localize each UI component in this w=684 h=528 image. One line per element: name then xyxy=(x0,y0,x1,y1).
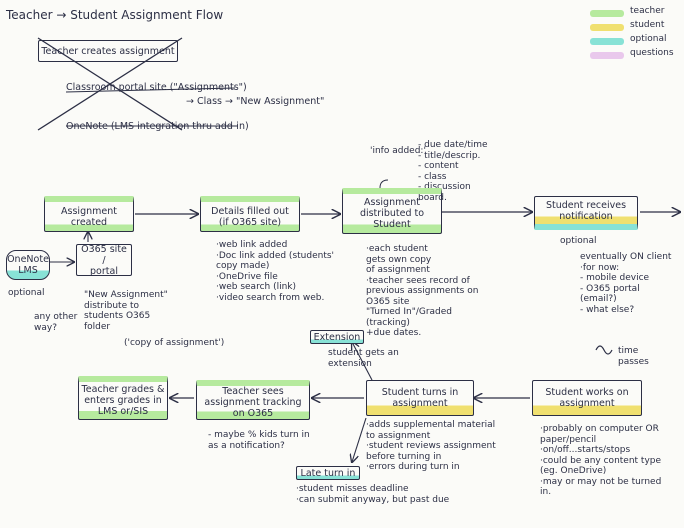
details-box: Details filled out (if O365 site) xyxy=(200,196,300,232)
time-passes: time passes xyxy=(618,346,649,367)
copy-note: ('copy of assignment') xyxy=(124,338,225,348)
extension-note: student gets an extension xyxy=(328,348,399,369)
portal-line: Classroom portal site ("Assignments") xyxy=(66,82,247,93)
student-works-notes: ·probably on computer OR paper/pencil ·o… xyxy=(540,424,662,497)
late-turn-in-box: Late turn in xyxy=(296,466,360,480)
assignment-created-label: Assignment created xyxy=(61,205,117,228)
assignment-created-box: Assignment created xyxy=(44,196,134,232)
teacher-grades-box: Teacher grades & enters grades in LMS or… xyxy=(78,376,168,420)
notification-label: Student receives notification xyxy=(545,199,627,222)
notification-notes: eventually ON client ·for now: - mobile … xyxy=(580,252,672,315)
student-works-label: Student works on assignment xyxy=(545,387,629,409)
legend-label-optional: optional xyxy=(630,34,667,44)
notification-sublabel: optional xyxy=(560,236,597,246)
info-added-header: 'info added:' xyxy=(370,146,426,156)
optional-label-left: optional xyxy=(8,288,45,298)
details-notes: ·web link added ·Doc link added (student… xyxy=(216,240,335,303)
distributed-label: Assignment distributed to Student xyxy=(359,197,425,230)
details-label: Details filled out (if O365 site) xyxy=(211,205,289,228)
turns-in-notes: ·adds supplemental material to assignmen… xyxy=(366,420,496,472)
time-passes-squiggle xyxy=(595,345,613,355)
legend-swatch-questions xyxy=(590,52,624,59)
teacher-sees-note: - maybe % kids turn in as a notification… xyxy=(208,430,310,451)
arrow-turnsin-to-late xyxy=(352,417,367,462)
strike-line-1 xyxy=(65,87,236,93)
class-line: → Class → "New Assignment" xyxy=(186,96,325,107)
onenote-lms-box: OneNote LMS xyxy=(6,250,50,280)
new-assignment-note: "New Assignment" distribute to students … xyxy=(84,290,168,332)
any-other-way: any other way? xyxy=(34,312,78,333)
cross-line-b xyxy=(37,37,183,131)
extension-label: Extension xyxy=(313,331,361,343)
late-turn-in-label: Late turn in xyxy=(300,467,356,479)
legend-label-student: student xyxy=(630,20,665,30)
student-works-box: Student works on assignment xyxy=(532,380,642,416)
teacher-sees-box: Teacher sees assignment tracking on O365 xyxy=(196,380,310,420)
teacher-creates-label: Teacher creates assignment xyxy=(41,45,175,57)
legend-swatch-optional xyxy=(590,38,624,45)
legend-label-questions: questions xyxy=(630,48,674,58)
info-bracket xyxy=(379,179,389,192)
legend-label-teacher: teacher xyxy=(630,6,665,16)
o365-portal-box: O365 site / portal xyxy=(76,243,132,277)
teacher-creates-box: Teacher creates assignment xyxy=(38,40,178,62)
late-turn-in-notes: ·student misses deadline ·can submit any… xyxy=(296,484,450,505)
onenote-lms-label: OneNote LMS xyxy=(7,254,49,276)
legend: teacher student optional questions xyxy=(590,6,682,66)
teacher-sees-label: Teacher sees assignment tracking on O365 xyxy=(204,386,302,419)
distributed-box: Assignment distributed to Student xyxy=(342,188,442,234)
onenote-line: OneNote (LMS integration thru add-in) xyxy=(66,121,249,132)
turns-in-label: Student turns in assignment xyxy=(381,387,459,409)
o365-portal-label: O365 site / portal xyxy=(81,243,127,277)
legend-swatch-teacher xyxy=(590,10,624,17)
turns-in-box: Student turns in assignment xyxy=(366,380,474,416)
notification-box: Student receives notification xyxy=(534,196,638,230)
teacher-grades-label: Teacher grades & enters grades in LMS or… xyxy=(81,384,165,417)
distributed-notes: ·each student gets own copy of assignmen… xyxy=(366,244,479,338)
page-title: Teacher → Student Assignment Flow xyxy=(6,8,224,22)
legend-swatch-student xyxy=(590,24,624,31)
arrow-turnsin-to-extension xyxy=(352,342,373,381)
extension-box: Extension xyxy=(310,330,364,344)
